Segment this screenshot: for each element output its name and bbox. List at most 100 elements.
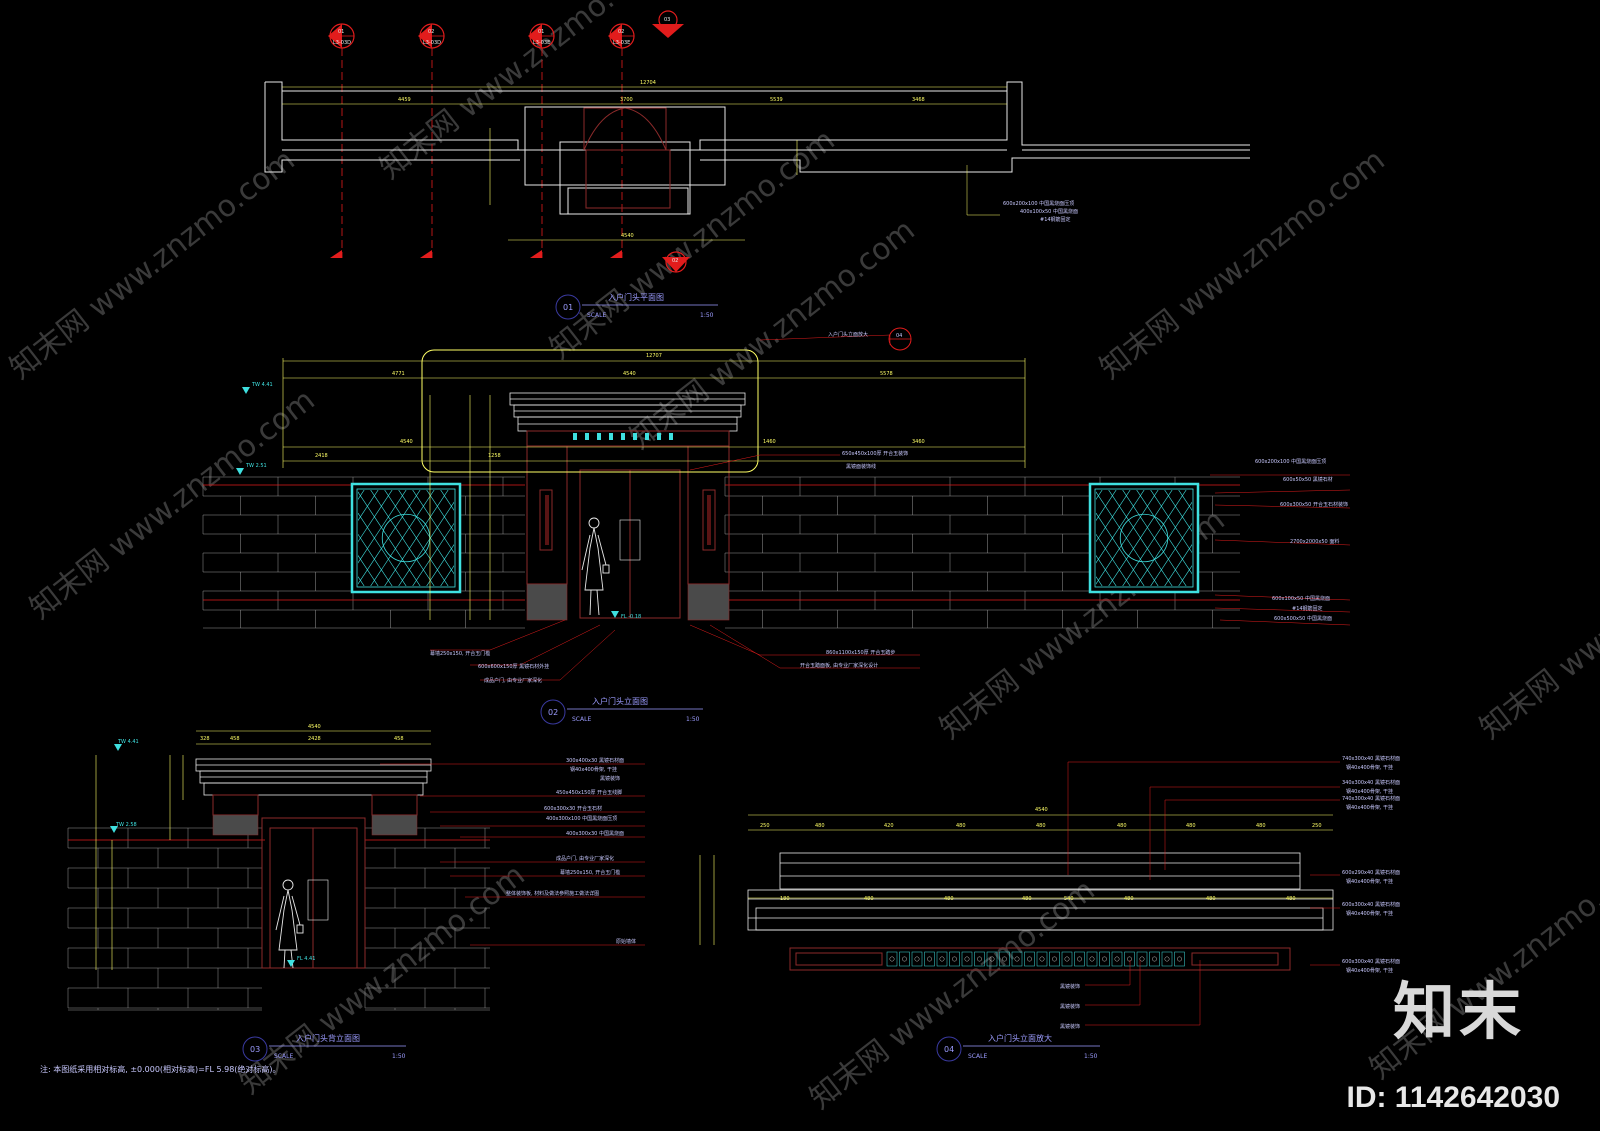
back-level-3: FL 4.41 [297,956,315,962]
detail-dim-b7: 480 [1206,896,1216,902]
detail-dim-1: 250 [760,823,770,829]
detail-dim-total: 4540 [1035,807,1048,813]
detail-ornament-band [789,947,1291,971]
plan-door-arcs [583,107,671,209]
detail-dim-b5: 540 [1064,896,1074,902]
detail-bottom-3: 黑镜装饰 [1060,1023,1080,1030]
section-marker-number: 01 [338,29,344,35]
detail-ornament-pattern [886,951,1185,967]
front-dim-2: 4540 [623,371,636,377]
back-gate-structure [195,758,432,969]
detail-dim-7: 480 [1186,823,1196,829]
front-callout-l2: 600x600x150厚 黑镜石材外挂 [478,663,549,670]
detail-callout-cloud [421,349,759,473]
back-dim-4: 458 [394,736,404,742]
plan-dimension-lines [282,86,1007,241]
back-elevation-drawing: 4540 328 458 2428 458 TW 4.41 TW 2.58 FL… [67,724,645,1062]
svg-text:03: 03 [664,17,670,23]
detail-stone-courses [747,852,1334,931]
detail-ref-04: 04 [888,327,912,351]
back-callout-11: 原始墙体 [616,938,636,945]
back-level-2: TW 2.58 [115,822,137,828]
front-callout-r1: 600x200x100 中国黑烧面压顶 [1255,458,1326,465]
drawing-number: 04 [944,1045,954,1054]
section-marker-ref: L3-03E [533,40,550,46]
scale-word: SCALE [968,1053,987,1060]
section-marker-ref: L3-03D [333,40,351,46]
plan-dim-2: 3700 [620,97,633,103]
plan-dim-1: 4459 [398,97,411,103]
section-marker-number: 02 [618,29,624,35]
detail-dim-3: 420 [884,823,894,829]
detail-callout-4: 钢40x400骨架, 干挂 [1346,788,1393,795]
detail-callout-6: 钢40x400骨架, 干挂 [1346,804,1393,811]
scale-word: SCALE [587,312,606,319]
lattice-window-right [1088,482,1200,594]
detail-dim-5: 480 [1036,823,1046,829]
detail-dim-6: 480 [1117,823,1127,829]
detail-bottom-1: 黑镜装饰 [1060,983,1080,990]
scale-value: 1:50 [700,312,714,319]
detail-dim-b2: 480 [864,896,874,902]
scale-word: SCALE [274,1053,293,1060]
detail-callout-10: 钢40x400骨架, 干挂 [1346,910,1393,917]
detail-callout-8: 钢40x400骨架, 干挂 [1346,878,1393,885]
detail-dim-b4: 480 [1022,896,1032,902]
plan-section-marker-bottom: 02 [662,251,690,273]
scale-value: 1:50 [686,716,700,723]
back-callouts: 300x400x30 黑镜石材面 钢40x400骨架, 干挂 黑镜装饰 450x… [506,757,636,945]
lattice-window-left [350,482,462,594]
front-dim-3: 5578 [880,371,893,377]
footer-note: 注: 本图纸采用相对标高, ±0.000(相对标高)=FL 5.98(绝对标高)… [40,1065,281,1074]
plan-dim-4: 3468 [912,97,925,103]
drawing-number: 03 [250,1045,260,1054]
front-callout-r4: 2700x2000x50 面料 [1290,538,1339,545]
detail-callout-5: 740x300x40 黑镜石材面 [1342,795,1400,802]
detail-callout-12: 钢40x400骨架, 干挂 [1346,967,1393,974]
plan-dim-3: 5539 [770,97,783,103]
plan-section-marker-top: 03 [652,10,684,38]
plan-title-block: 01 入户门头平面图 SCALE 1:50 [555,292,718,320]
detail-dim-b1: 180 [780,896,790,902]
section-marker-number: 02 [428,29,434,35]
back-brick-wall [67,827,490,1011]
back-callout-4: 450x450x150厚 开合玉线脚 [556,789,622,796]
front-title-block: 02 入户门头立面图 SCALE 1:50 [540,696,703,725]
back-callout-6: 400x300x100 中国黑烧面压顶 [546,815,617,822]
front-callout-r2: 600x50x50 黑镜石材 [1283,476,1333,483]
detail-callout-3: 340x300x40 黑镜石材面 [1342,779,1400,786]
plan-dimension-texts: 12704 4459 3700 5539 3468 4540 [398,80,925,239]
back-leaders [380,763,645,946]
front-leaders [430,334,1351,681]
watermark-text: 知末网 www.znzmo.com [3,143,301,387]
scale-value: 1:50 [1084,1053,1098,1060]
front-dim-6: 1258 [488,453,501,459]
front-callout-r7: 600x500x50 中国黑烧面 [1274,615,1332,622]
back-dim-1: 328 [200,736,210,742]
detail-callout-7: 600x290x40 黑镜石材面 [1342,869,1400,876]
detail-dim-b8: 480 [1286,896,1296,902]
back-callout-9: 幕墙250x150, 开合玉门槛 [560,869,620,876]
plan-walls [264,81,1250,215]
front-dim-7: 1460 [763,439,776,445]
front-callout-l3: 成品户门, 由专业厂家深化 [484,677,542,684]
front-elevation-drawing: 12707 4771 4540 5578 4540 2418 1258 1460… [202,327,1351,725]
plan-callout-3: #14钢筋固定 [1040,216,1071,223]
watermark-text: 知末网 www.znzmo.com [23,383,321,627]
detail-callout-2: 钢40x400骨架, 干挂 [1346,764,1393,771]
image-id-label: ID: 1142642030 [1346,1081,1560,1114]
front-dim-5: 2418 [315,453,328,459]
drawing-title: 入户门头立面放大 [988,1033,1052,1043]
detail-callout-9: 600x300x40 黑镜石材面 [1342,901,1400,908]
drawing-number: 02 [548,708,558,717]
back-dim-lines [95,730,431,970]
back-callout-5: 600x300x30 开合玉石材 [544,805,602,812]
detail-callouts: 740x300x40 黑镜石材面 钢40x400骨架, 干挂 340x300x4… [1060,755,1400,1030]
front-callout-door2: 黑镜面装饰线 [846,463,876,470]
watermark-text: 知末网 www.znzmo.com [373,0,671,186]
plan-callouts: 600x200x100 中国黑烧面压顶 400x100x50 中国黑烧面 #14… [1003,200,1078,223]
